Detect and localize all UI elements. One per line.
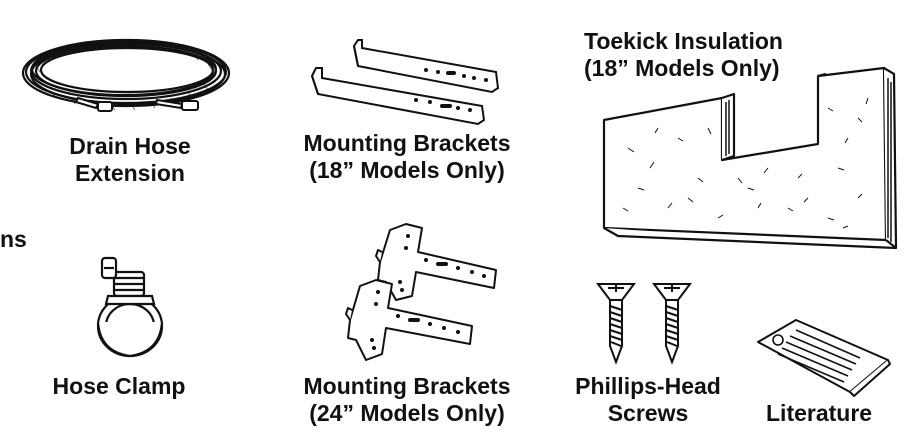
phillips-screws-line1: Phillips-Head [575, 373, 721, 399]
phillips-screws-line2: Screws [607, 400, 689, 426]
toekick-insulation-line2: (18” Models Only) [584, 55, 780, 81]
band-clamp-icon [96, 256, 164, 358]
drain-hose-label-line1: Drain Hose [69, 133, 191, 159]
phillips-screw-icon [596, 283, 692, 365]
drain-hose-label: Drain Hose Extension [40, 133, 220, 187]
document-sheet-icon [757, 319, 891, 397]
coiled-hose-icon [21, 38, 231, 112]
hose-clamp-label: Hose Clamp [34, 373, 204, 400]
literature-line1: Literature [766, 400, 873, 426]
mounting-brackets-24-label: Mounting Brackets (24” Models Only) [282, 373, 532, 427]
toekick-insulation-label: Toekick Insulation (18” Models Only) [584, 28, 783, 82]
mounting-brackets-24-line1: Mounting Brackets [303, 373, 511, 399]
mounting-brackets-18-line2: (18” Models Only) [309, 157, 505, 183]
drain-hose-label-line2: Extension [75, 160, 185, 186]
mounting-brackets-18-label: Mounting Brackets (18” Models Only) [282, 130, 532, 184]
edge-text-fragment: ns [0, 226, 27, 252]
literature-label: Literature [766, 400, 872, 427]
toekick-insulation-line1: Toekick Insulation [584, 28, 783, 54]
foam-panel-icon [602, 66, 898, 250]
hose-clamp-line1: Hose Clamp [52, 373, 186, 399]
mounting-brackets-24-line2: (24” Models Only) [309, 400, 505, 426]
cross-bracket-icon [345, 223, 497, 361]
mounting-brackets-18-line1: Mounting Brackets [303, 130, 511, 156]
phillips-screws-label: Phillips-Head Screws [558, 373, 738, 427]
straight-bracket-icon [310, 39, 500, 126]
